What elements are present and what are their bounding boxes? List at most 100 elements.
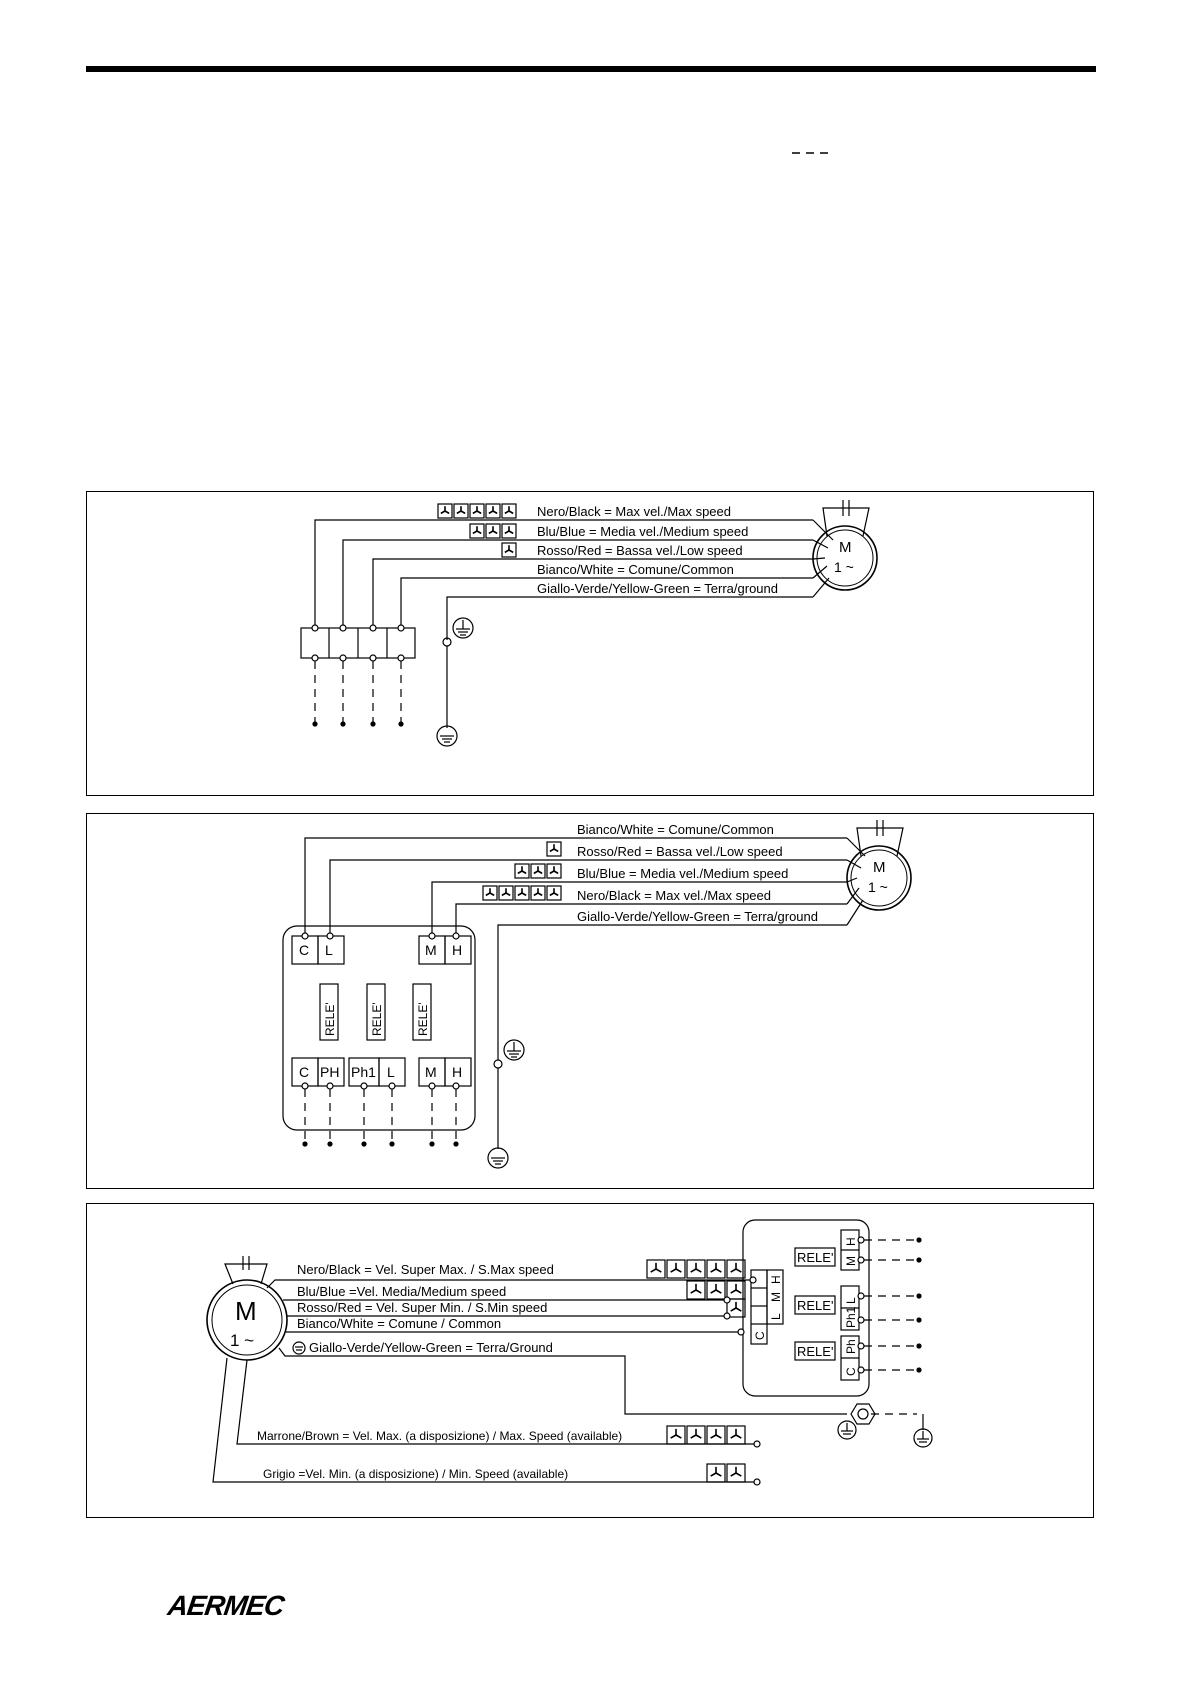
top-rule <box>86 66 1096 72</box>
capacitor-icon <box>224 1256 268 1285</box>
relays <box>319 983 432 1041</box>
relay-board <box>282 925 476 1131</box>
terminal-label: Ph <box>844 1339 858 1354</box>
capacitor-icon <box>856 820 904 857</box>
fan-icon <box>690 1283 702 1294</box>
fan-speed-icons-medium <box>686 1280 746 1300</box>
terminal-label: H <box>452 942 462 958</box>
fan-icon <box>670 1428 682 1439</box>
terminal-block <box>300 624 416 662</box>
wire-label: Rosso/Red = Vel. Super Min. / S.Min spee… <box>297 1300 547 1315</box>
fan-icon <box>730 1262 742 1273</box>
motor: M 1 ~ <box>812 500 878 591</box>
terminal-label: C <box>844 1367 858 1376</box>
terminal-label: C <box>299 1064 309 1080</box>
fan-icon <box>650 1262 662 1273</box>
wire-label: Marrone/Brown = Vel. Max. (a disposizion… <box>257 1429 622 1443</box>
motor: M 1 ~ <box>846 820 912 911</box>
terminal-label: L <box>769 1313 783 1320</box>
wire-label: Bianco/White = Comune/Common <box>577 822 774 837</box>
fan-speed-icons-smax <box>646 1259 746 1279</box>
fan-icon <box>710 1466 722 1477</box>
wire-label: Grigio =Vel. Min. (a disposizione) / Min… <box>263 1467 568 1481</box>
terminal-label: C <box>299 942 309 958</box>
fan-icon <box>488 506 498 515</box>
fan-speed-icons-smin <box>726 1298 746 1318</box>
motor-phase: 1 ~ <box>230 1331 254 1350</box>
terminal-label: Ph1 <box>844 1306 858 1328</box>
fan-icon <box>549 844 559 853</box>
terminal-label: L <box>325 942 333 958</box>
wire-label: Blu/Blue =Vel. Media/Medium speed <box>297 1284 506 1299</box>
fan-icon <box>533 866 543 875</box>
motor-letter: M <box>839 539 852 556</box>
wire-label: Blu/Blue = Media vel./Medium speed <box>537 524 748 539</box>
fan-icon <box>517 888 527 897</box>
fan-icon <box>504 526 514 535</box>
motor-letter: M <box>873 859 886 876</box>
terminal-label: C <box>753 1331 767 1340</box>
terminal-label: L <box>387 1064 395 1080</box>
wiring-diagram-super-speed: M 1 ~ Nero/Black = Vel. Super Max. / S.M… <box>86 1203 1094 1518</box>
fan-icon <box>730 1466 742 1477</box>
fan-icon <box>440 506 450 515</box>
wire-label: Nero/Black = Vel. Super Max. / S.Max spe… <box>297 1262 554 1277</box>
relay-label: RELE' <box>797 1344 833 1359</box>
fan-speed-icons-max <box>482 885 562 901</box>
terminal-label: Ph1 <box>351 1064 376 1080</box>
fan-icon <box>456 506 466 515</box>
wire-label: Blu/Blue = Media vel./Medium speed <box>577 866 788 881</box>
capacitor-icon <box>822 500 870 537</box>
field-wires <box>864 1239 917 1415</box>
terminal-label: M <box>425 1064 437 1080</box>
motor-phase: 1 ~ <box>834 559 854 575</box>
fan-icon <box>501 888 511 897</box>
wiring-diagram-terminal-block: M 1 ~ Nero/Black = Max vel./Max speed Bl… <box>86 491 1094 796</box>
fan-icon <box>710 1428 722 1439</box>
fan-icon <box>690 1428 702 1439</box>
fan-icon <box>533 888 543 897</box>
fan-icon <box>488 526 498 535</box>
fan-icon <box>730 1301 742 1312</box>
fan-speed-icons-grey <box>706 1463 746 1483</box>
fan-speed-icons-low <box>546 841 562 857</box>
fan-icon <box>504 545 514 554</box>
wire-label: Giallo-Verde/Yellow-Green = Terra/Ground <box>309 1340 553 1355</box>
fan-icon <box>472 526 482 535</box>
relays <box>794 1247 836 1361</box>
top-terminals <box>291 935 472 965</box>
motor: M 1 ~ <box>206 1256 288 1361</box>
terminal-label: H <box>452 1064 462 1080</box>
relay-label: RELE' <box>323 1002 337 1036</box>
fan-icon <box>549 888 559 897</box>
terminal-label: L <box>844 1297 858 1304</box>
fan-icon <box>690 1262 702 1273</box>
wire-label: Giallo-Verde/Yellow-Green = Terra/ground <box>537 581 778 596</box>
field-wires <box>314 661 402 724</box>
relay-label: RELE' <box>797 1298 833 1313</box>
terminal-label: M <box>844 1256 858 1266</box>
ground-icon <box>837 1403 933 1448</box>
fan-speed-icons-max <box>437 503 517 519</box>
fan-speed-icons-brown <box>666 1425 746 1445</box>
fan-icon <box>710 1283 722 1294</box>
wire-label: Rosso/Red = Bassa vel./Low speed <box>577 844 783 859</box>
fan-speed-icons-medium <box>514 863 562 879</box>
fan-icon <box>517 866 527 875</box>
terminal-label: PH <box>320 1064 339 1080</box>
motor-phase: 1 ~ <box>868 879 888 895</box>
brand-logo: AERMEC <box>165 1590 286 1621</box>
fan-icon <box>730 1428 742 1439</box>
field-wires <box>304 1089 457 1144</box>
wire-label: Bianco/White = Comune/Common <box>537 562 734 577</box>
ground-icon <box>436 617 474 747</box>
wire-label: Nero/Black = Max vel./Max speed <box>577 888 771 903</box>
fan-icon <box>504 506 514 515</box>
relay-label: RELE' <box>416 1002 430 1036</box>
fan-speed-icons-medium <box>469 523 517 539</box>
relay-label: RELE' <box>370 1002 384 1036</box>
fan-icon <box>730 1283 742 1294</box>
relay-label: RELE' <box>797 1250 833 1265</box>
fan-icon <box>670 1262 682 1273</box>
bottom-terminals <box>291 1057 472 1087</box>
